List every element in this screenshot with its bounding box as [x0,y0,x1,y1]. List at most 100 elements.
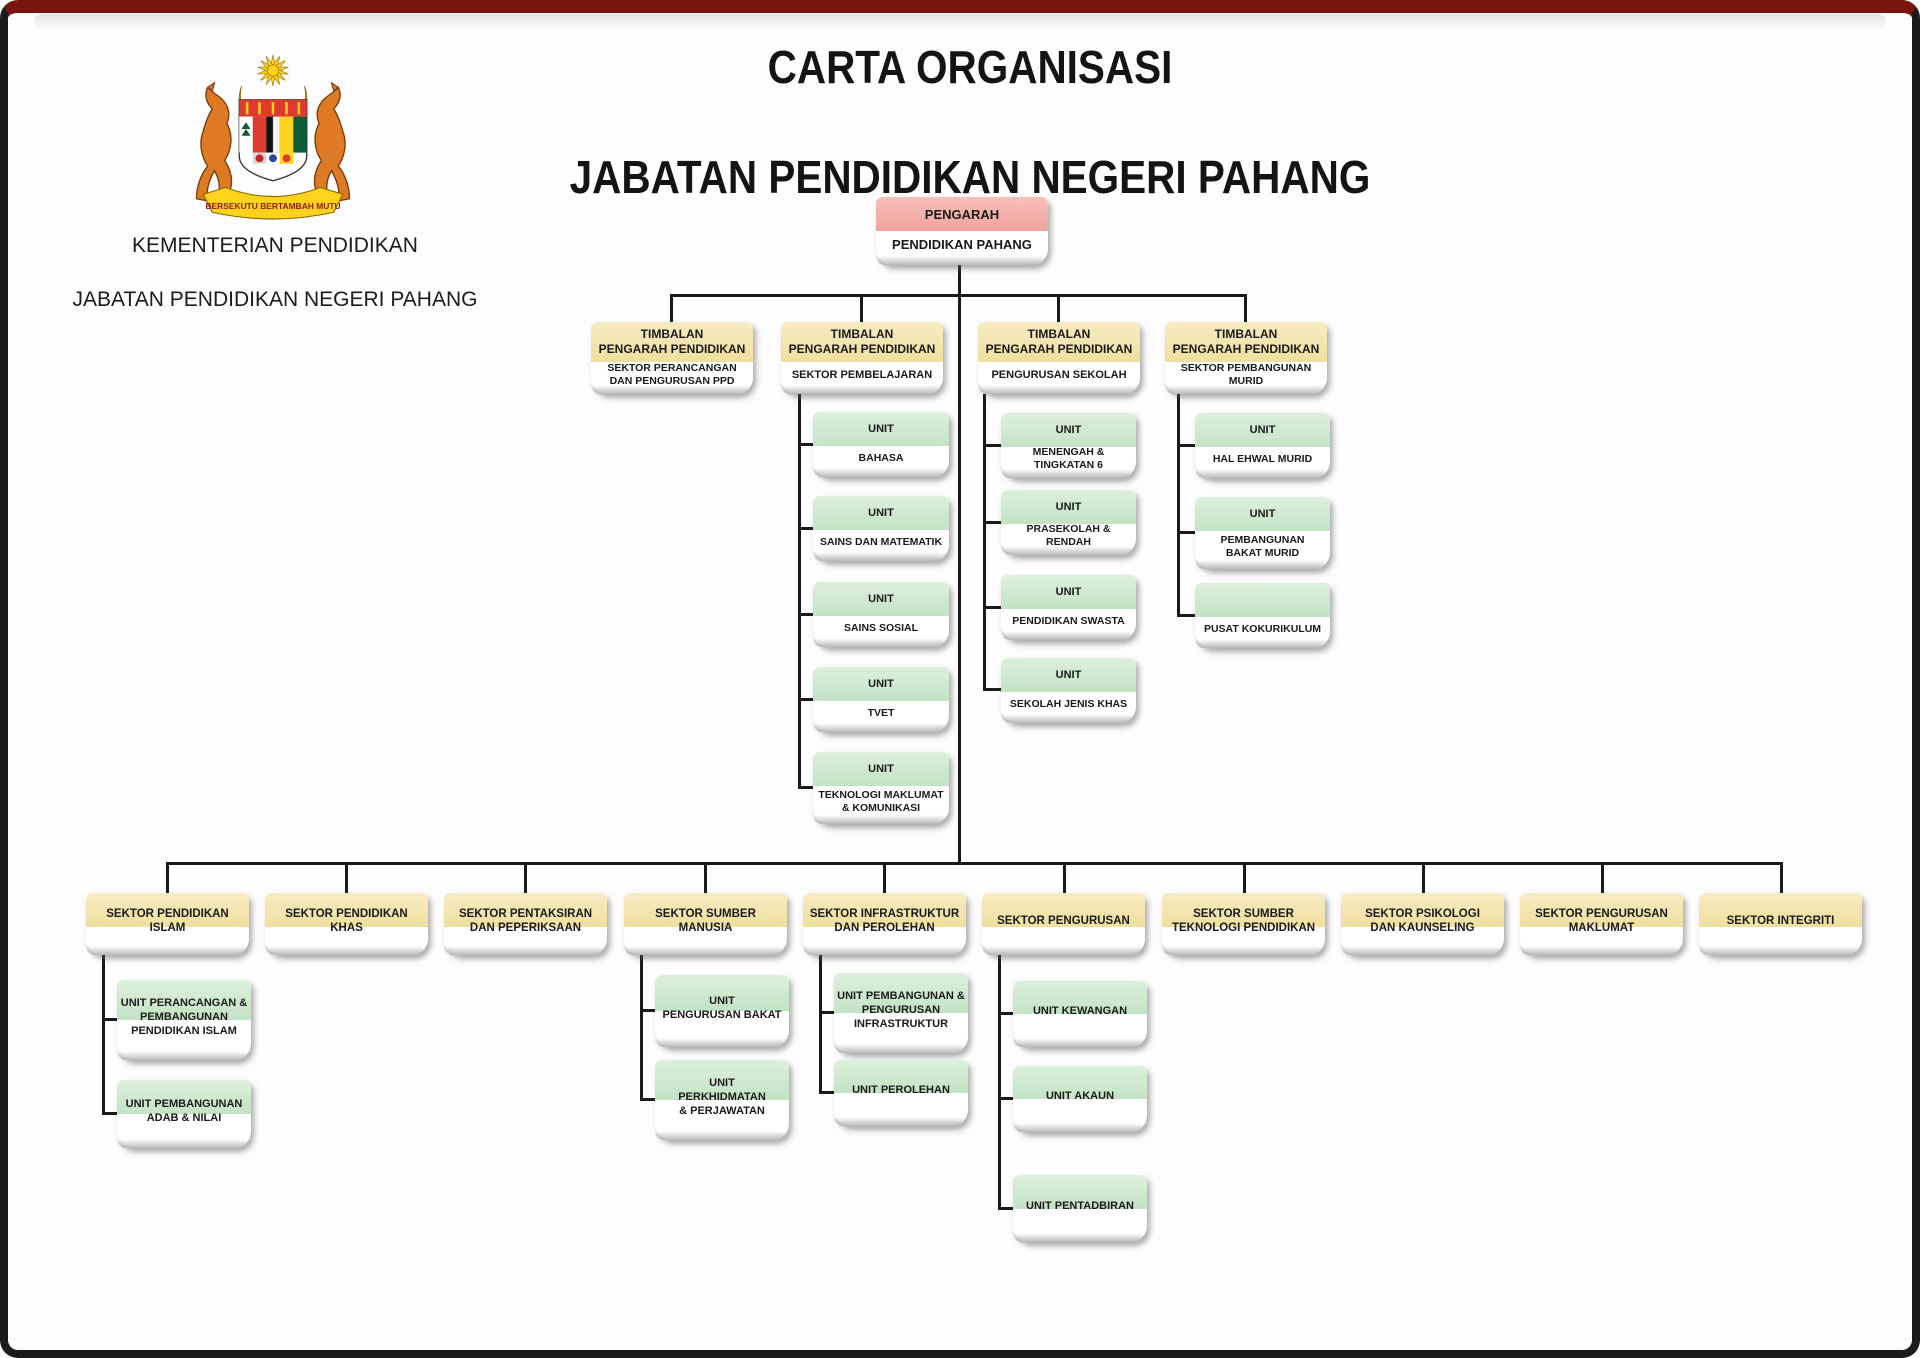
subunit-band [1013,1066,1147,1099]
sector-band [1162,893,1325,927]
connector-sector-drop-7 [1243,862,1246,894]
sector-box-pendidikan-khas: SEKTOR PENDIDIKAN KHAS [265,893,428,955]
subunit-box-perkhidmatan-perjawatan: UNIT PERKHIDMATAN & PERJAWATAN [655,1060,789,1140]
sector-title: SEKTOR PENDIDIKAN KHAS [285,908,408,934]
connector-student-stub-3 [1177,614,1195,617]
subunit-band [117,980,251,1020]
subunit-label: UNIT PENGURUSAN BAKAT [662,995,782,1021]
unit-header [1195,583,1330,617]
federal-star-crescent-icon [238,54,308,133]
connector-sector-drop-2 [345,862,348,894]
unit-box-pendidikan-swasta: UNIT PENDIDIKAN SWASTA [1001,575,1136,640]
unit-box-sekolah-jenis-khas: UNIT SEKOLAH JENIS KHAS [1001,658,1136,723]
connector-learning-stub-1 [798,443,813,446]
sector-band [1699,893,1862,927]
tiger-right-icon [313,81,351,202]
director-box-body: PENDIDIKAN PAHANG [892,237,1032,252]
unit-box-sains-matematik: UNIT SAINS DAN MATEMATIK [813,496,949,561]
unit-body: SAINS DAN MATEMATIK [819,535,943,548]
sector-box-psikologi: SEKTOR PSIKOLOGI DAN KAUNSELING [1341,893,1504,955]
connector-deputy-drop-2 [860,294,863,323]
ministry-caption: KEMENTERIAN PENDIDIKAN JABATAN PENDIDIKA… [55,232,495,313]
subunit-box-pembangunan-infrastruktur: UNIT PEMBANGUNAN & PENGURUSAN INFRASTRUK… [834,973,968,1053]
unit-body: PUSAT KOKURIKULUM [1203,622,1322,635]
sector-band [444,893,607,927]
unit-box-pusat-kokurikulum: PUSAT KOKURIKULUM [1195,583,1330,648]
sector-title: SEKTOR PSIKOLOGI DAN KAUNSELING [1365,908,1480,934]
connector-infra-stub-1 [819,1011,834,1014]
subunit-box-perancangan-pendidikan-islam: UNIT PERANCANGAN & PEMBANGUNAN PENDIDIKA… [117,980,251,1060]
connector-sector-drop-5 [883,862,886,894]
sector-title: SEKTOR PENGURUSAN [997,915,1130,927]
page-title-line1: CARTA ORGANISASI [767,41,1173,93]
connector-mgmt-stub-1 [998,1012,1013,1015]
connector-hr-stub-1 [640,1009,655,1012]
connector-hr-stub-2 [640,1098,655,1101]
sector-title: SEKTOR INTEGRITI [1726,915,1835,927]
connector-islam-stub-1 [102,1018,117,1021]
unit-body: MENENGAH & TINGKATAN 6 [1032,446,1105,471]
subunit-band [1013,981,1147,1014]
deputy-box-pembangunan-murid: TIMBALAN PENGARAH PENDIDIKAN SEKTOR PEMB… [1165,322,1327,394]
connector-school-rail [983,394,986,691]
connector-mgmt-stub-2 [998,1097,1013,1100]
sector-band [265,893,428,927]
deputy-box-perancangan: TIMBALAN PENGARAH PENDIDIKAN SEKTOR PERA… [591,322,753,394]
deputy-header: TIMBALAN PENGARAH PENDIDIKAN [978,322,1140,362]
connector-school-stub-1 [983,444,1001,447]
shield-icon [238,99,308,182]
sector-band [982,893,1145,927]
connector-sector-drop-6 [1063,862,1066,894]
sector-title: SEKTOR PENGURUSAN MAKLUMAT [1535,908,1668,934]
ministry-caption-line1: KEMENTERIAN PENDIDIKAN [132,234,418,257]
sector-band [1341,893,1504,927]
subunit-label: UNIT AKAUN [1045,1090,1115,1102]
unit-box-bahasa: UNIT BAHASA [813,412,949,477]
motto-ribbon-icon: BERSEKUTU BERTAMBAH MUTU [202,186,344,220]
subunit-band [834,973,968,1013]
top-shadow [34,14,1886,30]
connector-sector-drop-1 [166,862,169,894]
sector-title: SEKTOR PENDIDIKAN ISLAM [106,908,229,934]
deputy-box-pengurusan-sekolah: TIMBALAN PENGARAH PENDIDIKAN PENGURUSAN … [978,322,1140,394]
unit-header: UNIT [1001,413,1136,447]
deputy-body: SEKTOR PEMBELAJARAN [791,368,933,381]
deputy-body: PENGURUSAN SEKOLAH [991,368,1127,381]
connector-school-stub-4 [983,688,1001,691]
connector-sector-drop-3 [524,862,527,894]
subunit-band [655,1060,789,1100]
sector-box-sumber-teknologi: SEKTOR SUMBER TEKNOLOGI PENDIDIKAN [1162,893,1325,955]
connector-islam-rail [102,955,105,1114]
sector-box-integriti: SEKTOR INTEGRITI [1699,893,1862,955]
director-box: PENGARAH PENDIDIKAN PAHANG [876,197,1048,265]
unit-box-hal-ehwal-murid: UNIT HAL EHWAL MURID [1195,413,1330,478]
connector-infra-stub-2 [819,1091,834,1094]
unit-header: UNIT [1001,658,1136,692]
unit-body: PEMBANGUNAN BAKAT MURID [1220,533,1305,559]
unit-body: SEKOLAH JENIS KHAS [1009,697,1128,710]
connector-student-stub-1 [1177,444,1195,447]
unit-header: UNIT [813,667,949,701]
subunit-label: UNIT PENTADBIRAN [1026,1199,1134,1212]
connector-learning-stub-4 [798,698,813,701]
unit-box-menengah: UNIT MENENGAH & TINGKATAN 6 [1001,413,1136,478]
unit-body: BAHASA [858,451,904,464]
subunit-band [834,1060,968,1093]
sector-title: SEKTOR INFRASTRUKTUR DAN PEROLEHAN [809,908,960,934]
unit-box-pembangunan-bakat-murid: UNIT PEMBANGUNAN BAKAT MURID [1195,497,1330,569]
deputy-header: TIMBALAN PENGARAH PENDIDIKAN [1165,322,1327,362]
subunit-label: UNIT KEWANGAN [1032,1005,1128,1017]
sector-box-infrastruktur: SEKTOR INFRASTRUKTUR DAN PEROLEHAN [803,893,966,955]
unit-box-prasekolah: UNIT PRASEKOLAH & RENDAH [1001,490,1136,555]
subunit-label: UNIT PERKHIDMATAN & PERJAWATAN [678,1077,766,1117]
subunit-label: UNIT PEROLEHAN [852,1084,950,1096]
connector-student-rail [1177,394,1180,617]
connector-hr-rail [640,955,643,1100]
subunit-box-pengurusan-bakat: UNIT PENGURUSAN BAKAT [655,975,789,1047]
unit-body: TEKNOLOGI MAKLUMAT & KOMUNIKASI [818,788,944,814]
unit-header: UNIT [1001,490,1136,524]
sector-box-pengurusan: SEKTOR PENGURUSAN [982,893,1145,955]
connector-learning-stub-2 [798,527,813,530]
connector-sector-drop-9 [1601,862,1604,894]
unit-body: PENDIDIKAN SWASTA [1012,614,1125,627]
